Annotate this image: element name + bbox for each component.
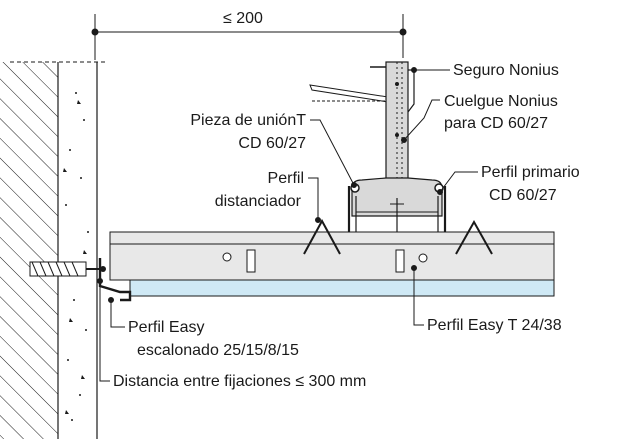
nonius-hanger	[309, 61, 415, 181]
label-distancia-fijaciones: Distancia entre fijaciones ≤ 300 mm	[113, 373, 367, 390]
dimension-line	[91, 14, 407, 60]
wall-fixing	[29, 258, 132, 302]
leader-dot-distancia	[97, 278, 103, 284]
spacer-profiles	[303, 218, 493, 255]
leader-dot-easy-t	[411, 265, 417, 271]
leader-lines	[97, 67, 478, 382]
leader-dot-distanciador	[315, 217, 321, 223]
label-cuelgue-line1: Cuelgue Nonius	[444, 93, 558, 110]
label-pieza-line2: CD 60/27	[238, 135, 306, 152]
leader-dot-primario	[437, 189, 443, 195]
plaster-texture	[63, 92, 89, 421]
label-seguro-nonius: Seguro Nonius	[453, 62, 559, 79]
ceiling-panel	[109, 231, 555, 297]
label-distanciador-line2: distanciador	[214, 193, 301, 210]
label-perfil-primario-line2: CD 60/27	[489, 187, 557, 204]
label-cuelgue-line2: para CD 60/27	[444, 115, 549, 132]
label-easy-escalonado-line2: escalonado 25/15/8/15	[137, 342, 299, 359]
label-pieza-line1: Pieza de uniónT	[190, 112, 306, 129]
label-easy-escalonado-line1: Perfil Easy	[128, 319, 205, 336]
leader-dot-pieza	[351, 182, 357, 188]
dimension-label: ≤ 200	[223, 10, 263, 27]
label-perfil-primario-line1: Perfil primario	[481, 164, 580, 181]
leader-dot-seguro	[411, 67, 417, 73]
label-easy-t: Perfil Easy T 24/38	[427, 317, 562, 334]
label-distanciador-line1: Perfil	[267, 170, 304, 187]
leader-dot-easy-esc	[108, 297, 114, 303]
leader-dot-cuelgue	[401, 137, 407, 143]
wall	[0, 61, 108, 439]
